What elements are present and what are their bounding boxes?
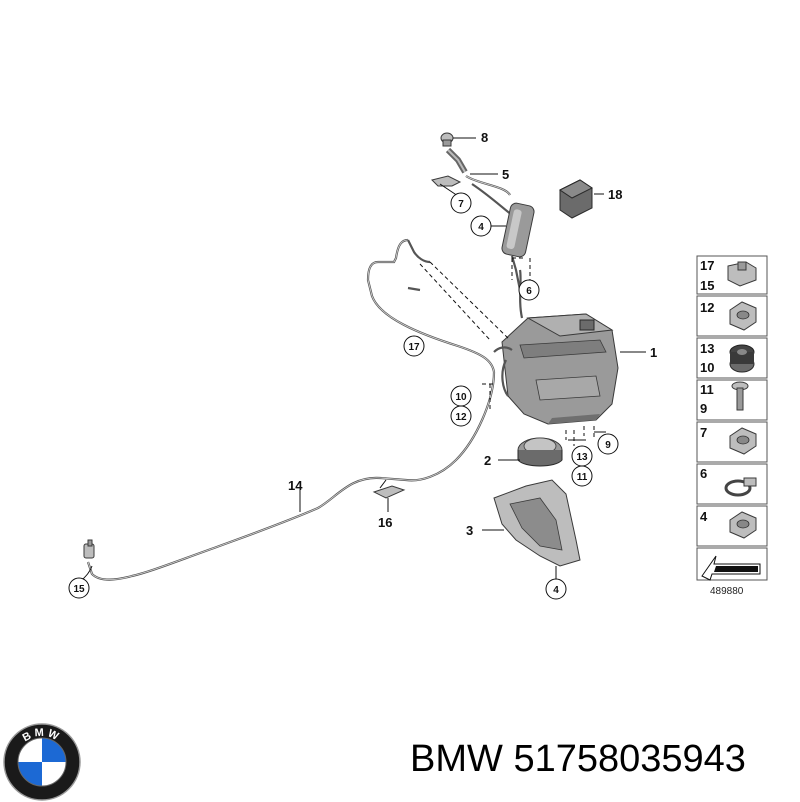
panel-row-11-9: 11 9 (696, 379, 768, 421)
callout-4-top: 4 (470, 215, 492, 237)
svg-text:17: 17 (700, 258, 714, 273)
callout-16: 16 (378, 515, 392, 530)
callout-3: 3 (466, 523, 473, 538)
part-8-cap (440, 132, 476, 147)
callout-18: 18 (608, 187, 622, 202)
part-15-connector (81, 539, 95, 581)
panel-direction-arrow (696, 547, 768, 581)
callout-1: 1 (650, 345, 657, 360)
panel-row-12: 12 (696, 295, 768, 337)
svg-text:2: 2 (484, 453, 491, 468)
part-2-pump-flange (498, 437, 563, 467)
svg-text:7: 7 (700, 425, 707, 440)
callout-2: 2 (484, 453, 491, 468)
panel-row-17-15: 17 15 (696, 255, 768, 295)
svg-text:10: 10 (700, 360, 714, 375)
part-5-valve (445, 147, 511, 196)
part-3-heat-shield (482, 479, 581, 580)
svg-text:17: 17 (408, 342, 420, 353)
svg-text:11: 11 (700, 382, 714, 397)
svg-text:9: 9 (700, 401, 707, 416)
svg-text:15: 15 (73, 584, 85, 595)
part-18-module (559, 179, 604, 219)
callout-12: 12 (450, 405, 472, 427)
svg-text:10: 10 (455, 392, 467, 403)
part-7-bracket (431, 175, 462, 197)
svg-text:3: 3 (466, 523, 473, 538)
part-16-clip (372, 479, 406, 512)
panel-row-7: 7 (696, 421, 768, 463)
svg-text:4: 4 (700, 509, 708, 524)
callout-8: 8 (481, 130, 488, 145)
callout-15: 15 (68, 577, 90, 599)
panel-row-13-10: 13 10 (696, 337, 768, 379)
svg-text:9: 9 (605, 440, 611, 451)
callout-9: 9 (597, 433, 619, 455)
svg-text:13: 13 (700, 341, 714, 356)
svg-text:14: 14 (288, 478, 303, 493)
bmw-logo: BMW (3, 723, 81, 801)
callout-5: 5 (502, 167, 509, 182)
svg-text:15: 15 (700, 278, 714, 293)
svg-text:BMW: BMW (21, 727, 64, 745)
svg-text:12: 12 (700, 300, 714, 315)
callout-4-bottom: 4 (545, 578, 567, 600)
callout-17: 17 (403, 335, 425, 357)
part-1-tank (493, 313, 646, 425)
callout-13: 13 (571, 445, 593, 467)
svg-text:11: 11 (577, 472, 588, 483)
svg-text:1: 1 (650, 345, 657, 360)
svg-text:12: 12 (455, 412, 467, 423)
hardware-panel: 17 15 12 13 10 11 9 (696, 255, 768, 597)
svg-text:18: 18 (608, 187, 622, 202)
svg-text:4: 4 (478, 222, 484, 233)
panel-row-6: 6 (696, 463, 768, 505)
svg-text:6: 6 (700, 466, 707, 481)
callout-11: 11 (571, 465, 593, 487)
callout-10: 10 (450, 385, 472, 407)
callout-6: 6 (518, 279, 540, 301)
caption-part-number: 51758035943 (513, 738, 746, 780)
tank-mount-guides (482, 383, 606, 446)
part-14-fuel-line (86, 238, 511, 581)
callout-14: 14 (288, 478, 303, 493)
svg-text:4: 4 (553, 585, 559, 596)
callout-7: 7 (450, 192, 472, 214)
diagram-reference-number: 489880 (710, 586, 744, 597)
svg-text:5: 5 (502, 167, 509, 182)
caption-brand: BMW (410, 738, 503, 780)
svg-text:6: 6 (526, 286, 532, 297)
svg-text:7: 7 (458, 199, 464, 210)
svg-text:8: 8 (481, 130, 488, 145)
part-caption: BMW 51758035943 (410, 738, 795, 781)
part-4-filter-canister (471, 183, 535, 291)
svg-text:13: 13 (576, 452, 588, 463)
svg-text:16: 16 (378, 515, 392, 530)
panel-row-4: 4 (696, 505, 768, 547)
